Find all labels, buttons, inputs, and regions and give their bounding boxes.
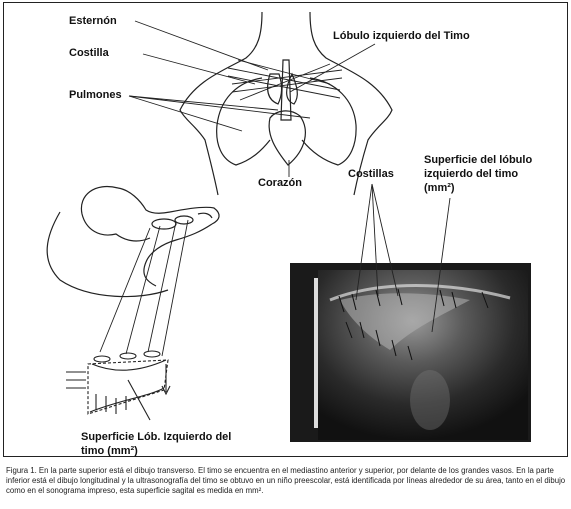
ultrasound-image [290,263,531,442]
figure-frame [3,2,568,457]
label-rib: Costilla [69,47,109,59]
ultrasound-leader-lines [355,183,451,333]
label-thymus-surface-top: Superficie del lóbulo izquierdo del timo… [424,154,533,194]
label-heart: Corazón [258,177,302,189]
label-left-thymus-lobe: Lóbulo izquierdo del Timo [333,30,470,42]
child-drawing [46,186,220,298]
torso-leader-lines [128,20,376,177]
label-thymus-surface-bottom: Superficie Lób. Izquierdo del timo (mm²) [81,431,232,457]
figure-caption: Figura 1. En la parte superior está el d… [6,466,566,495]
label-ribs: Costillas [348,168,394,180]
label-sternum: Esternón [69,15,117,27]
label-lungs: Pulmones [69,89,122,101]
projection-lines [99,219,189,357]
torso-drawing [179,11,393,196]
schematic-drawing [66,350,171,421]
rib-lines [227,59,343,101]
